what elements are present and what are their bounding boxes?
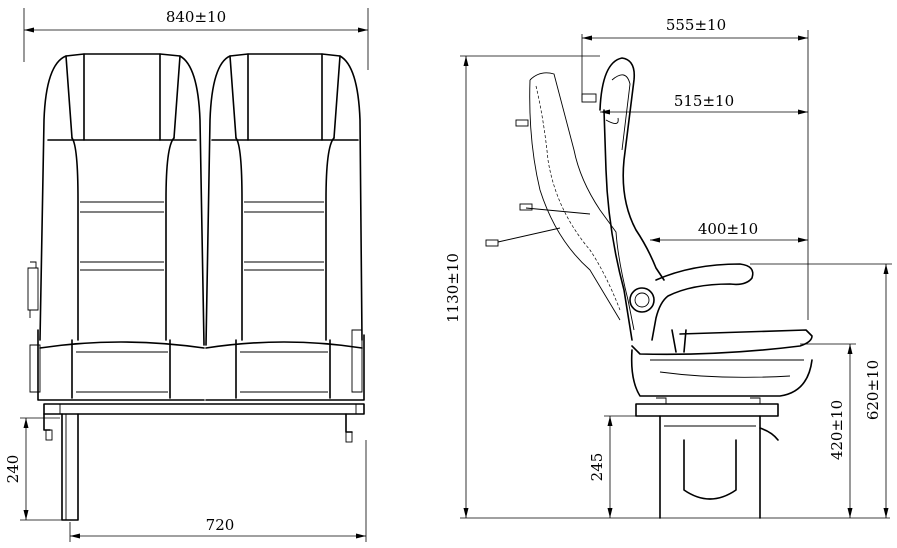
left-seat-front: [27, 53, 205, 401]
side-height-dimension-lines: [604, 263, 892, 518]
seat-back-depth-label: 515±10: [674, 92, 734, 110]
total-height-dimension-line: [460, 55, 890, 519]
width-dimension-line: [23, 8, 369, 70]
seat-cushion: [630, 329, 813, 397]
front-view: 840±10: [4, 8, 369, 542]
seat-height-label: 420±10: [828, 400, 846, 460]
total-depth-label: 555±10: [666, 16, 726, 34]
right-seat-front: [205, 53, 365, 401]
upright-backrest: [581, 57, 665, 341]
side-view: 555±10 515±10 400±10 1130±10 620±: [444, 16, 892, 519]
front-frame: [43, 403, 365, 521]
pedestal-height-label: 245: [588, 453, 606, 482]
armrest-depth-label: 400±10: [698, 220, 758, 238]
pedestal: [635, 397, 779, 519]
armrest-height-label: 620±10: [864, 360, 882, 420]
armrest: [629, 263, 754, 341]
leg-spacing-dimension-line: [69, 440, 367, 542]
reclined-backrest: [485, 72, 635, 331]
leg-spacing-label: 720: [206, 516, 235, 534]
depth-dimension-lines: [581, 30, 809, 320]
total-height-label: 1130±10: [444, 253, 462, 323]
leg-height-dimension-line: [20, 417, 62, 521]
leg-height-label: 240: [4, 455, 22, 484]
total-width-label: 840±10: [166, 8, 226, 26]
